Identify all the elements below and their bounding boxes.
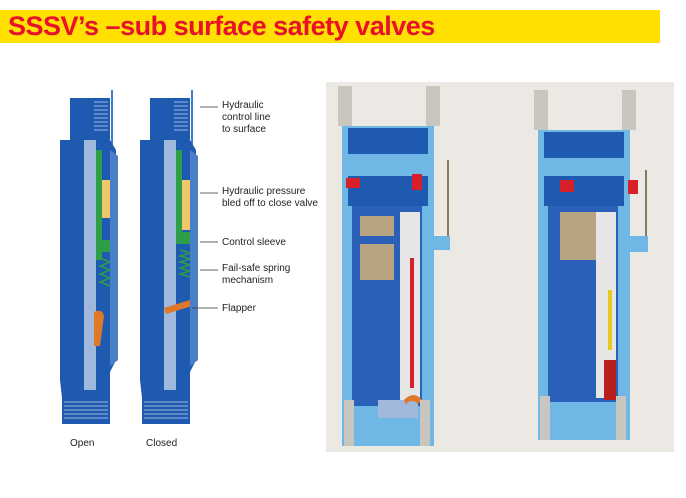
title-bar (0, 10, 660, 43)
label-hydraulic-line: Hydraulic control line to surface (222, 100, 271, 135)
caption-open: Open (70, 438, 95, 449)
slide-title: SSSV’s –sub surface safety valves (8, 11, 435, 41)
cutaway-valve-2 (534, 90, 648, 440)
label-flapper: Flapper (222, 303, 256, 314)
label-control-sleeve: Control sleeve (222, 237, 286, 248)
label-spring: Fail-safe spring mechanism (222, 263, 291, 286)
cutaway-valve-1 (338, 86, 450, 446)
open-valve-diagram (60, 90, 118, 424)
leader-lines (192, 106, 218, 309)
caption-closed: Closed (146, 438, 178, 449)
label-pressure-bled: Hydraulic pressure bled off to close val… (222, 186, 318, 209)
closed-valve-diagram (140, 90, 198, 424)
